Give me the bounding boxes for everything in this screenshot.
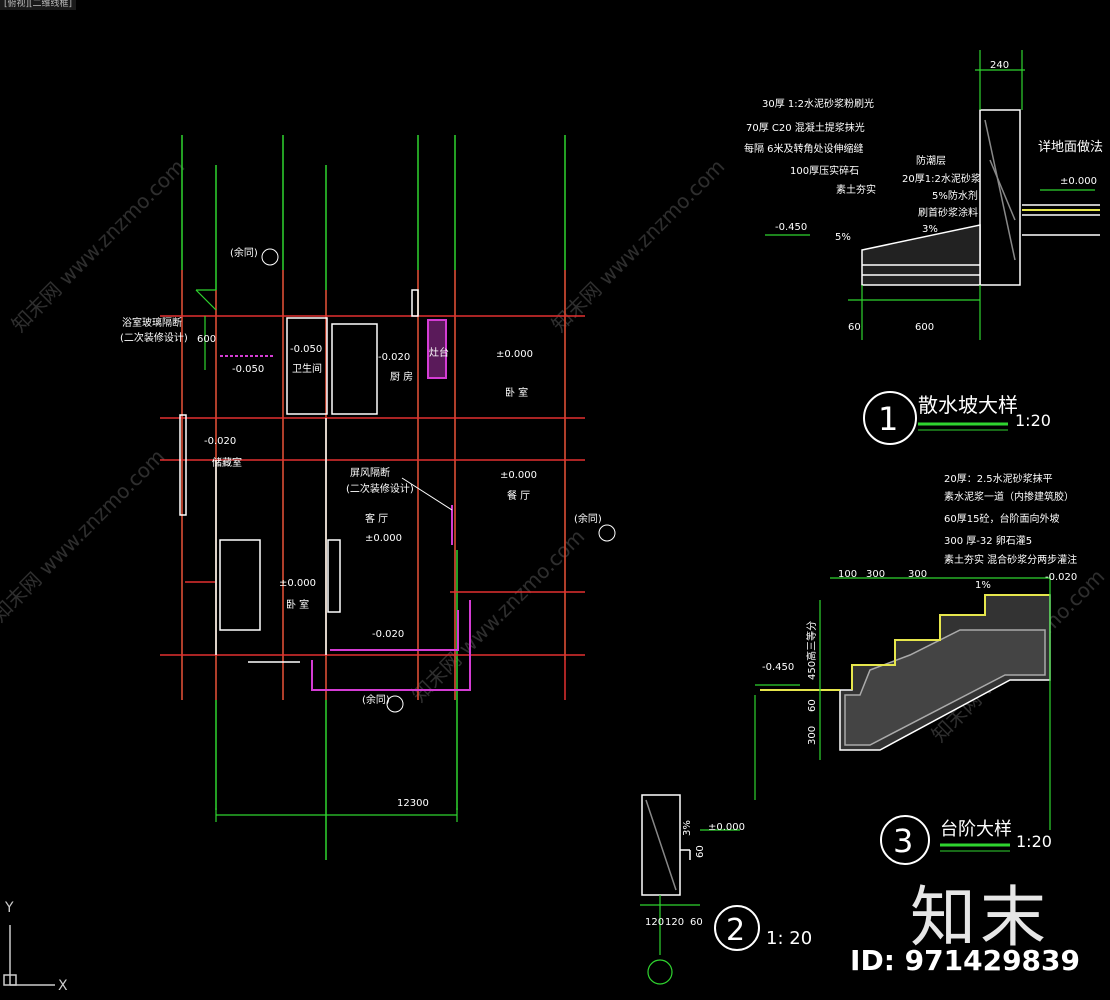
detail2-h2: 60 <box>695 845 706 858</box>
detail3-dim-3: 300 <box>908 569 927 580</box>
detail3-dim-1: 100 <box>838 569 857 580</box>
label-bath-partition: 浴室玻璃隔断 <box>122 316 182 329</box>
detail3-note-4: 300 厚-32 卵石灌5 <box>944 535 1032 547</box>
detail3-title-text: 台阶大样 <box>940 819 1012 840</box>
detail3-note-2: 素水泥浆一道（内掺建筑胶） <box>944 490 1074 503</box>
detail3-geometry <box>839 594 1051 751</box>
label-kitchen: 厨 房 <box>390 370 413 383</box>
label-dining: 餐 厅 <box>507 489 530 502</box>
detail2-dim-a: 120 <box>645 917 664 928</box>
label-bath-partition-note: (二次装修设计) <box>120 331 188 344</box>
ref-mark-2: (余同) <box>574 512 602 525</box>
detail2-title: 2 1: 20 <box>714 905 812 951</box>
label-screen: 屏风隔断 <box>350 466 390 479</box>
label-bedroom2: 卧 室 <box>286 598 309 611</box>
label-living: 客 厅 <box>365 512 388 525</box>
detail1-slope-pct: 5% <box>835 232 851 243</box>
detail3-note-3: 60厚15砼，台阶面向外坡 <box>944 512 1059 525</box>
detail3-note-5: 素土夯实 混合砂浆分两步灌注 <box>944 553 1077 566</box>
dim-total: 12300 <box>397 798 429 809</box>
label-screen-note: (二次装修设计) <box>346 482 414 495</box>
detail3-v1: 60 <box>807 699 818 712</box>
detail1-level-out: -0.450 <box>775 222 807 233</box>
detail2-number: 2 <box>726 913 745 948</box>
level-storage: -0.020 <box>204 436 236 447</box>
detail1-dim-slope: 600 <box>915 322 934 333</box>
watermark-id: ID: 971429839 <box>850 944 1080 977</box>
detail3-level-top: -0.020 <box>1045 572 1077 583</box>
detail3-title: 3 台阶大样 1:20 <box>880 815 1052 865</box>
detail1-ground-note: 详地面做法 <box>1038 140 1103 155</box>
detail1-note-2: 70厚 C20 混凝土提浆抹光 <box>746 121 865 134</box>
level-living: ±0.000 <box>365 533 402 544</box>
detail3-slope: 1% <box>975 580 991 591</box>
label-storage: 储藏室 <box>212 456 242 469</box>
plan-dimension-line <box>195 289 458 822</box>
detail1-note-5: 素土夯实 <box>836 183 876 196</box>
detail2-level: ±0.000 <box>708 822 745 833</box>
plan-walls <box>179 289 419 663</box>
ucs-icon: Y X <box>3 900 68 994</box>
label-bedroom1: 卧 室 <box>505 386 528 399</box>
detail2-geometry <box>641 794 691 896</box>
level-toilet-b: -0.050 <box>232 364 264 375</box>
detail1-number: 1 <box>878 400 898 438</box>
detail3-number: 3 <box>893 822 913 860</box>
detail2-dim-c: 60 <box>690 917 703 928</box>
detail3-rise: 450高三等分 <box>805 621 818 680</box>
plan-magenta <box>220 319 471 691</box>
label-stove: 灶台 <box>429 346 449 359</box>
detail1-note-right-2: 20厚1:2水泥砂浆 <box>902 172 981 185</box>
viewport-controls-label[interactable]: [俯视][二维线框] <box>0 0 77 10</box>
level-toilet-a: -0.050 <box>290 344 322 355</box>
detail1-note-right-1: 防潮层 <box>916 154 946 167</box>
detail1-level-in: ±0.000 <box>1060 176 1097 187</box>
detail1-dim-edge: 60 <box>848 322 861 333</box>
detail1-title-text: 散水坡大样 <box>918 393 1018 417</box>
detail1-note-3: 每隔 6米及转角处设伸缩缝 <box>744 142 864 155</box>
detail2-scale: 1: 20 <box>766 928 812 949</box>
ucs-x-label: X <box>58 978 68 994</box>
detail3-scale: 1:20 <box>1016 832 1052 851</box>
detail3-level-bottom: -0.450 <box>762 662 794 673</box>
level-dining: ±0.000 <box>500 470 537 481</box>
detail1-note-right-4: 刷首砂浆涂料 <box>918 206 978 219</box>
detail1-dim-wall: 240 <box>990 60 1009 71</box>
detail1-geometry <box>861 109 1100 286</box>
ucs-y-label: Y <box>4 900 14 916</box>
dim-600: 600 <box>197 334 216 345</box>
detail2-dim-b: 120 <box>665 917 684 928</box>
level-kitchen: -0.020 <box>378 352 410 363</box>
level-corridor: -0.020 <box>372 629 404 640</box>
detail1-scale: 1:20 <box>1015 411 1051 430</box>
detail1-note-4: 100厚压实碎石 <box>790 164 859 177</box>
detail1-note-1: 30厚 1:2水泥砂浆粉刷光 <box>762 97 874 110</box>
ref-mark-1: (余同) <box>230 246 258 259</box>
detail1-gap: 3% <box>922 224 938 235</box>
detail3-note-1: 20厚：2.5水泥砂浆抹平 <box>944 472 1053 485</box>
watermark-brand: 知末 <box>910 879 1050 956</box>
detail3-v2: 300 <box>807 726 818 745</box>
level-bedroom1: ±0.000 <box>496 349 533 360</box>
label-toilet: 卫生间 <box>292 362 322 375</box>
detail1-title: 1 散水坡大样 1:20 <box>863 391 1051 445</box>
detail2-h1: 3% <box>682 820 693 836</box>
detail1-note-right-3: 5%防水剂 <box>932 189 978 202</box>
ref-mark-3: (余同) <box>362 693 390 706</box>
detail3-dim-2: 300 <box>866 569 885 580</box>
level-bedroom2: ±0.000 <box>279 578 316 589</box>
